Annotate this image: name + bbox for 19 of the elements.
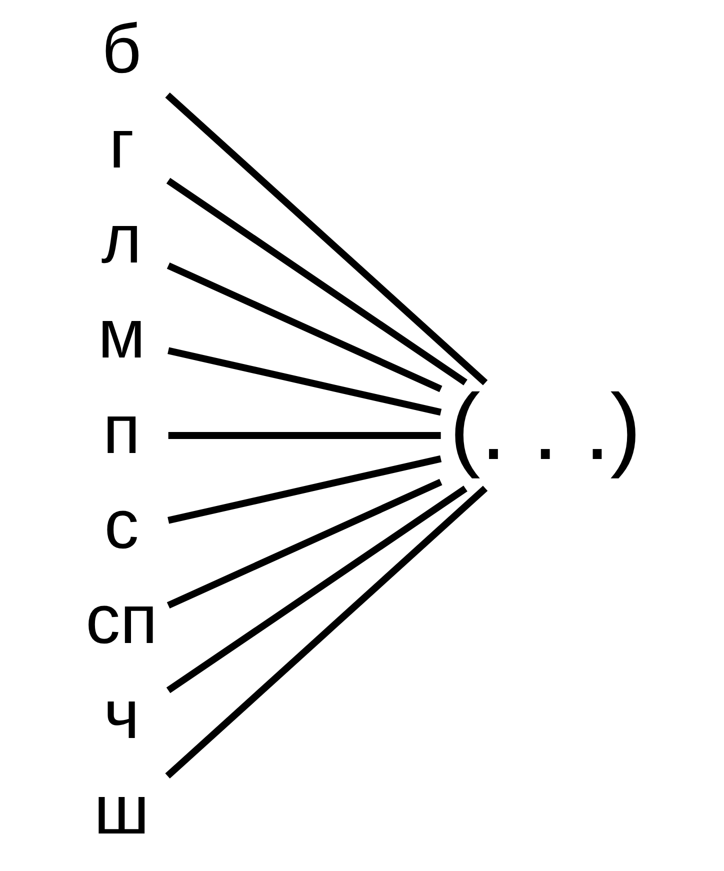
node-text: б bbox=[102, 9, 142, 88]
connector bbox=[168, 432, 441, 439]
connector bbox=[165, 92, 488, 386]
node-text: м bbox=[98, 294, 146, 373]
node-text: ч bbox=[104, 675, 140, 754]
connector bbox=[168, 347, 442, 416]
node-text: с bbox=[104, 484, 139, 563]
node-text: сп bbox=[86, 580, 158, 658]
node-text: ш bbox=[94, 770, 150, 848]
node-text: п bbox=[102, 390, 140, 468]
node-text: (. . .) bbox=[449, 374, 642, 480]
node-text: г bbox=[108, 104, 134, 182]
connector bbox=[166, 478, 442, 609]
connector bbox=[166, 178, 468, 386]
connector bbox=[168, 455, 442, 524]
connector bbox=[166, 486, 468, 694]
node-text: л bbox=[101, 200, 142, 278]
connector bbox=[166, 262, 442, 392]
connector bbox=[165, 486, 488, 779]
